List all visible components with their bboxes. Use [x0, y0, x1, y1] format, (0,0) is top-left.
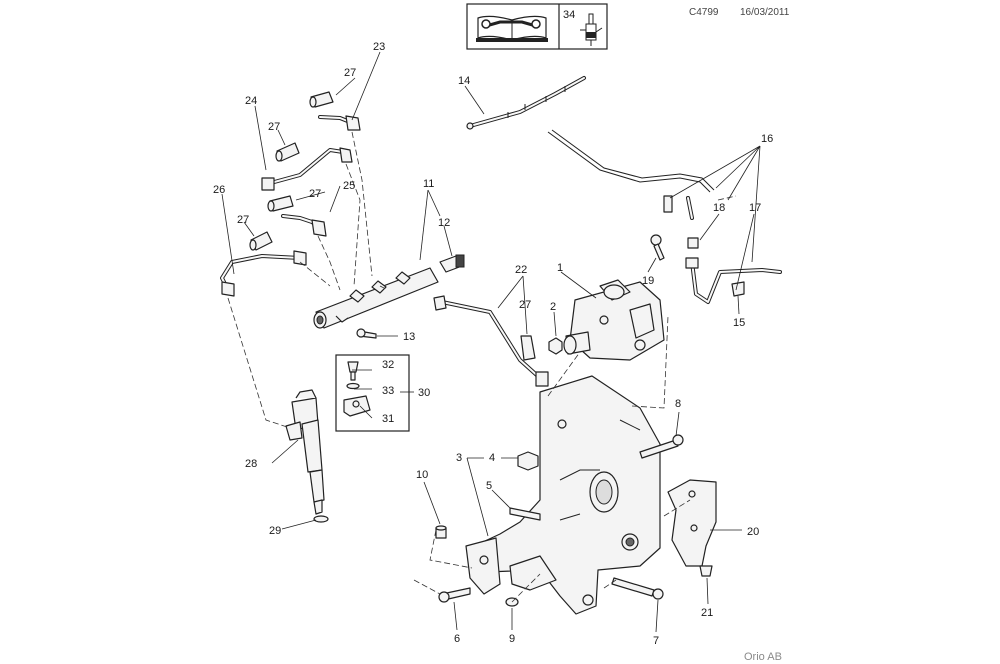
drawing-code: C4799 [689, 7, 719, 18]
rail-pressure-sensor-12 [439, 254, 465, 273]
callout-20: 20 [747, 526, 759, 538]
callout-2: 2 [550, 301, 556, 313]
fuel-injector-28 [285, 389, 325, 515]
callout-15: 15 [733, 317, 745, 329]
bolt-19 [650, 234, 665, 261]
clamp-bolt-32 [347, 361, 359, 381]
fuel-return-line-16 [547, 129, 715, 220]
callout-5: 5 [486, 480, 492, 492]
callout-10: 10 [416, 469, 428, 481]
callout-labels: 23 27 24 27 25 27 26 27 11 12 13 14 16 1… [213, 41, 773, 647]
callout-18: 18 [713, 202, 725, 214]
callout-1: 1 [557, 262, 563, 274]
callout-17: 17 [749, 202, 761, 214]
callout-29: 29 [269, 525, 281, 537]
callout-23: 23 [373, 41, 385, 53]
leader-lines [221, 51, 761, 633]
fuel-hose-17 [685, 257, 782, 304]
stud-5 [509, 507, 541, 521]
nut-2 [548, 337, 563, 355]
special-tool-icon [580, 13, 603, 46]
callout-19: 19 [642, 275, 654, 287]
callout-8: 8 [675, 398, 681, 410]
injector-clamp-31 [343, 395, 371, 417]
callout-22: 22 [515, 264, 527, 276]
callout-21: 21 [701, 607, 713, 619]
pipe-sleeve-27-return [520, 335, 536, 361]
pipe-sleeve-27-upper [275, 142, 300, 162]
injector-seal-29 [313, 515, 329, 523]
tool-ref-number: 34 [563, 9, 575, 21]
callout-12: 12 [438, 217, 450, 229]
callout-3: 3 [456, 452, 462, 464]
injector-clamp-group [335, 354, 410, 432]
callout-14: 14 [458, 75, 470, 87]
injector-pipe-26 [220, 250, 307, 297]
callout-26: 26 [213, 184, 225, 196]
drawing-date: 16/03/2011 [740, 7, 790, 18]
callout-27: 27 [344, 67, 356, 79]
callout-27: 27 [519, 299, 531, 311]
callout-27: 27 [237, 214, 249, 226]
bolt-7 [611, 577, 664, 600]
callout-25: 25 [343, 180, 355, 192]
callout-31: 31 [382, 413, 394, 425]
callout-30: 30 [418, 387, 430, 399]
brand-footer: Orio AB [744, 651, 782, 663]
pipe-sleeve-27-middle [267, 195, 294, 212]
pipe-sleeve-27-top [309, 91, 334, 108]
callout-6: 6 [454, 633, 460, 645]
callout-4: 4 [489, 452, 495, 464]
rail-bolt-13 [356, 328, 377, 339]
washer-33 [346, 382, 360, 390]
callout-9: 9 [509, 633, 515, 645]
injector-pipe-24 [261, 147, 353, 191]
bolt-21 [699, 565, 713, 577]
pump-bracket-3 [465, 375, 661, 615]
pipe-sleeve-27-lower [249, 231, 273, 251]
callout-27: 27 [309, 188, 321, 200]
callout-33: 33 [382, 385, 394, 397]
bushing-10 [435, 525, 447, 539]
header-reference-box: 34 [466, 3, 608, 50]
fuel-return-hose-14 [466, 76, 586, 130]
fuel-rail-11 [313, 267, 439, 329]
injector-pipe-25 [281, 214, 327, 237]
high-pressure-pipe-22 [433, 295, 549, 387]
injector-pipe-23 [318, 115, 361, 131]
callout-11: 11 [423, 178, 434, 190]
callout-28: 28 [245, 458, 257, 470]
callout-27: 27 [268, 121, 280, 133]
bolt-8 [639, 434, 684, 459]
bolt-6 [438, 587, 471, 603]
callout-16: 16 [761, 133, 773, 145]
callout-32: 32 [382, 359, 394, 371]
heat-shield-20 [667, 479, 717, 567]
clip-15 [731, 281, 745, 297]
callout-7: 7 [653, 635, 659, 647]
bracket-nut-4 [517, 451, 539, 471]
high-pressure-pump-1 [563, 279, 665, 361]
hose-clip-18 [687, 237, 699, 249]
assembly-lines [227, 131, 737, 603]
callout-24: 24 [245, 95, 257, 107]
callout-13: 13 [403, 331, 415, 343]
open-book-wrench-icon [476, 15, 548, 42]
